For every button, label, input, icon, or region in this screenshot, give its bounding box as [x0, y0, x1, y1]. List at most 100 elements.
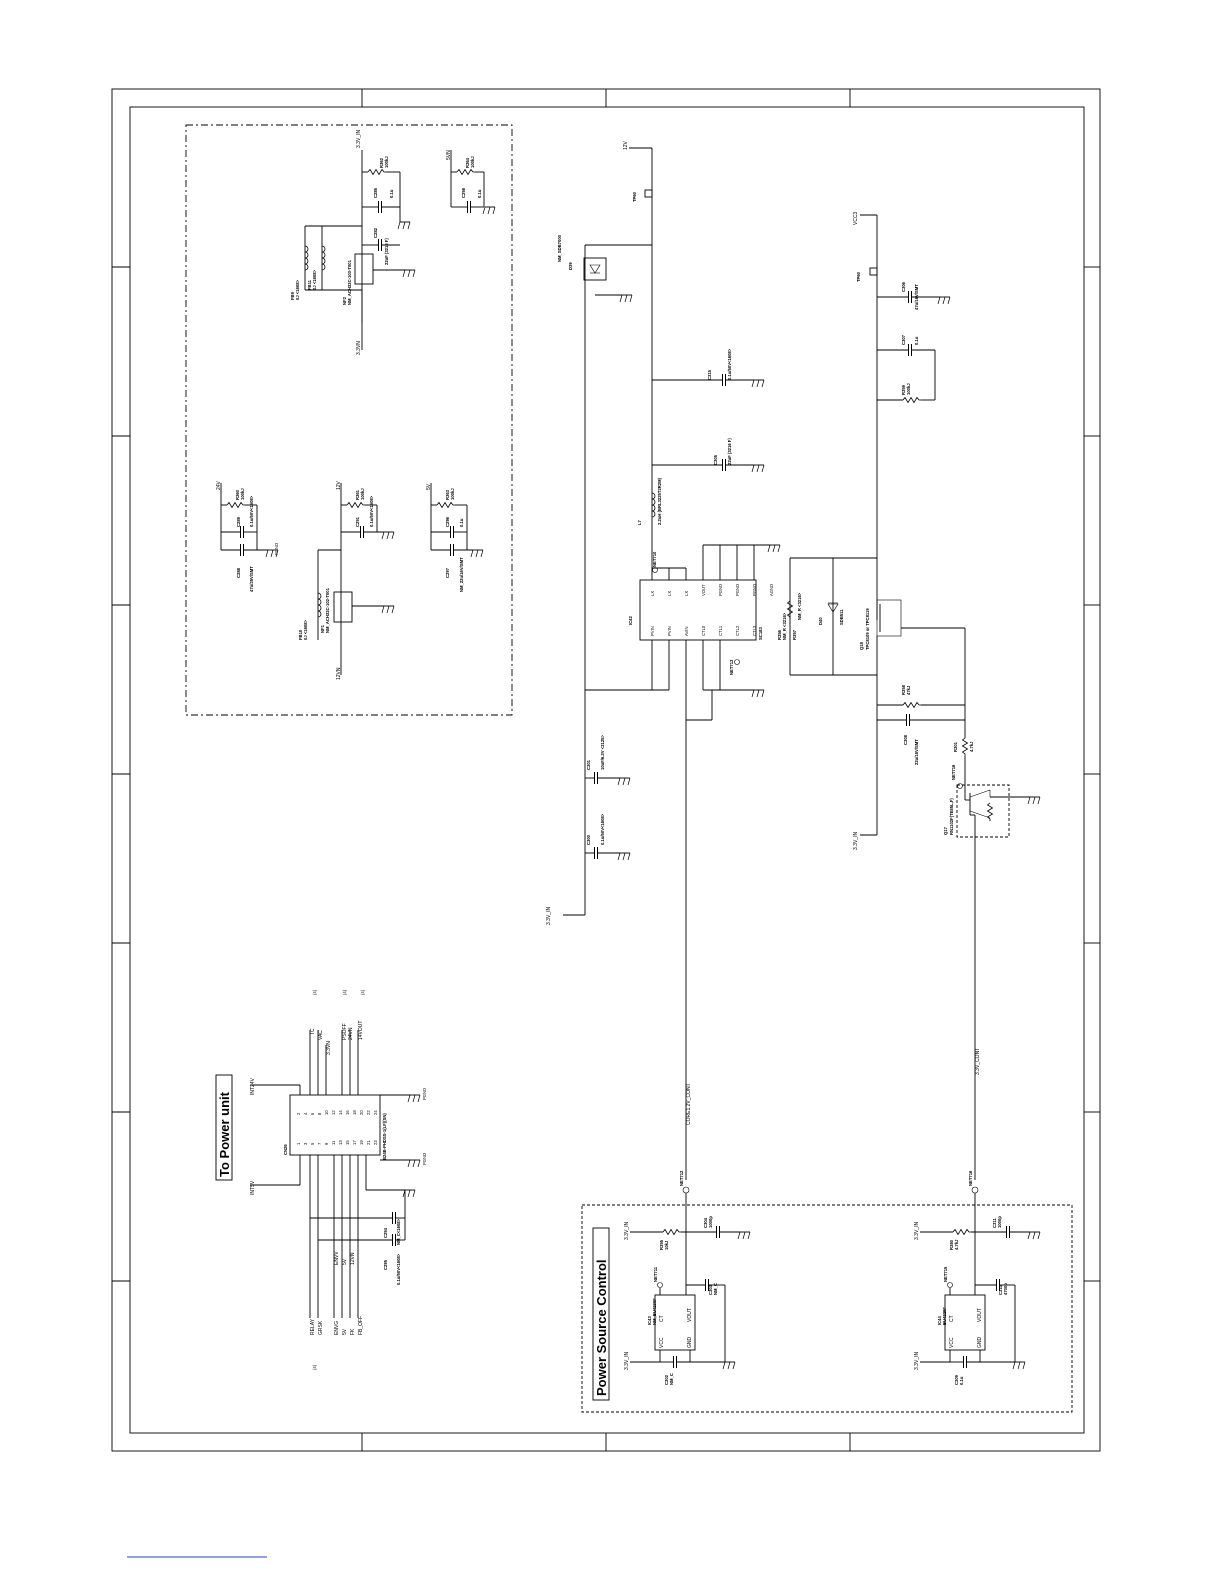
svg-text:GND: GND: [977, 1337, 983, 1349]
svg-text:0.1u: 0.1u: [477, 189, 482, 198]
svg-text:NET716: NET716: [968, 1170, 973, 1186]
svg-text:NM_R <3216>: NM_R <3216>: [797, 592, 802, 620]
svg-text:C282: C282: [373, 227, 378, 238]
svg-text:VOUT: VOUT: [687, 1308, 693, 1322]
svg-text:4700p: 4700p: [1003, 1283, 1008, 1295]
svg-text:4.7kJ: 4.7kJ: [969, 741, 974, 752]
svg-text:12V: 12V: [336, 480, 342, 490]
svg-text:R363: R363: [445, 489, 450, 500]
svg-text:3.3V_CONT: 3.3V_CONT: [975, 1048, 981, 1075]
ic42-pin-label: PGND: [718, 584, 723, 596]
svg-text:L7: L7: [637, 519, 642, 525]
core-regulator: 12V TP60 D39 NM_SDB7000 C315 0.1u/50V<16…: [546, 140, 781, 1180]
svg-text:0.1u: 0.1u: [389, 189, 394, 198]
svg-text:RN1102F(TE85L,F): RN1102F(TE85L,F): [949, 798, 954, 835]
svg-text:R362: R362: [379, 157, 384, 168]
svg-text:100kJ: 100kJ: [360, 488, 365, 500]
svg-text:5V: 5V: [342, 1328, 348, 1335]
svg-text:(4): (4): [312, 989, 317, 995]
svg-text:NM_22u/16V/SMT: NM_22u/16V/SMT: [459, 557, 464, 592]
cn26-pin-number: 3: [303, 1142, 308, 1145]
svg-text:22u/16V/SMT: 22u/16V/SMT: [914, 739, 919, 765]
ic42-pin-label: LX: [667, 591, 672, 596]
svg-text:NM_SDB7000: NM_SDB7000: [557, 234, 562, 262]
svg-text:1000p: 1000p: [997, 1216, 1002, 1228]
svg-text:VCC: VCC: [659, 1337, 665, 1348]
svg-text:C306: C306: [901, 281, 906, 292]
power-source-control: Power Source Control NET712 3.3V_IN R355…: [581, 1170, 1073, 1413]
svg-text:100kJ: 100kJ: [384, 156, 389, 168]
svg-text:SDB511: SDB511: [839, 609, 844, 625]
svg-text:0.1u/50V<1608>: 0.1u/50V<1608>: [369, 495, 374, 527]
svg-text:D39: D39: [568, 262, 573, 270]
svg-text:VOUT: VOUT: [977, 1308, 983, 1322]
svg-text:0.1u/50V<1608>: 0.1u/50V<1608>: [600, 813, 605, 845]
svg-text:SC183: SC183: [758, 627, 763, 640]
svg-text:3.3V_IN: 3.3V_IN: [624, 1352, 630, 1370]
svg-text:GRSK: GRSK: [318, 1320, 324, 1335]
svg-text:C294: C294: [383, 1227, 388, 1238]
svg-text:1000p: 1000p: [708, 1216, 713, 1228]
svg-text:CT: CT: [949, 1315, 955, 1322]
svg-text:47u/35V/SMT: 47u/35V/SMT: [249, 566, 254, 592]
svg-text:B24B-PHDSS-1(LF)(SN): B24B-PHDSS-1(LF)(SN): [382, 1113, 387, 1160]
svg-text:3.3V_IN: 3.3V_IN: [914, 1352, 920, 1370]
svg-text:C288: C288: [236, 567, 241, 578]
svg-text:100kJ: 100kJ: [470, 156, 475, 168]
svg-text:3.3VN: 3.3VN: [356, 341, 362, 355]
power-source-control-title: Power Source Control: [594, 1259, 609, 1396]
svg-text:Q17: Q17: [943, 826, 948, 835]
svg-text:IC44: IC44: [937, 1315, 942, 1325]
svg-text:C311: C311: [992, 1218, 997, 1228]
svg-text:NM_C: NM_C: [713, 1283, 718, 1295]
svg-text:3.3V_IN: 3.3V_IN: [624, 1222, 630, 1240]
cn26-pin-number: 11: [331, 1140, 336, 1145]
cn26-pin-number: 18: [352, 1110, 357, 1115]
svg-text:C309: C309: [954, 1374, 959, 1385]
svg-text:0.1u: 0.1u: [459, 518, 464, 527]
svg-text:0.1u/50V<1608>: 0.1u/50V<1608>: [249, 495, 254, 527]
svg-text:C298: C298: [461, 187, 466, 198]
svg-text:14VOUT: 14VOUT: [358, 1021, 364, 1040]
svg-text:(4): (4): [360, 989, 365, 995]
svg-text:R380: R380: [949, 1239, 954, 1250]
cn26-pin-number: 17: [352, 1140, 357, 1145]
cn26-pin-number: 13: [338, 1140, 343, 1145]
ic42-pin-label: VOUT: [701, 584, 706, 596]
svg-text:C300: C300: [586, 834, 591, 845]
cn26-pin-number: 8: [317, 1112, 322, 1115]
ic42-pin-label: LX: [684, 591, 689, 596]
svg-text:PSOFF: PSOFF: [342, 1023, 348, 1040]
svg-text:C307: C307: [901, 334, 906, 345]
svg-text:4.7kJ: 4.7kJ: [954, 1239, 959, 1250]
svg-text:C296: C296: [445, 516, 450, 527]
svg-text:5V: 5V: [426, 483, 432, 490]
cn26-pin-number: 1: [296, 1142, 301, 1145]
svg-text:NET715: NET715: [943, 1266, 948, 1282]
svg-text:IC43: IC43: [647, 1315, 652, 1325]
cn26-pin-number: 24: [373, 1110, 378, 1115]
svg-text:NM_ACH32C-103-T001: NM_ACH32C-103-T001: [347, 259, 352, 305]
power-unit-connector: To Power unit CN26 B24B-PHDSS-1(LF)(SN) …: [215, 989, 427, 1370]
filter-24v: 24V R360 100kJ C289 0.1u/50V<1608> C288 …: [216, 480, 279, 592]
svg-text:5VN: 5VN: [446, 150, 452, 160]
svg-text:C305: C305: [713, 454, 718, 465]
ic42-pin-label: PVIN: [650, 626, 655, 636]
ic42-pin-label: CTL1: [718, 625, 723, 636]
svg-text:47u/16V/SMT: 47u/16V/SMT: [914, 284, 919, 310]
svg-text:FB9: FB9: [290, 291, 295, 300]
cn26-pin-number: 9: [324, 1142, 329, 1145]
svg-text:R364: R364: [465, 157, 470, 168]
svg-text:2.2uH (BRL3225T2R2M): 2.2uH (BRL3225T2R2M): [657, 477, 662, 525]
svg-text:22uF (3216 F): 22uF (3216 F): [727, 438, 732, 465]
svg-text:C297: C297: [445, 567, 450, 578]
svg-text:0.1u: 0.1u: [914, 336, 919, 345]
svg-text:NM_C: NM_C: [669, 1373, 674, 1385]
svg-text:R361: R361: [355, 489, 360, 500]
cn26-pin-number: 6: [310, 1112, 315, 1115]
filter-33v: 3.3VN 3.3V_IN R362 100kJ C285 0.1u FB9 0…: [290, 130, 416, 355]
filter-5v: 5V R363 100kJ C296 0.1u C297 NM_22u/16V/…: [426, 483, 484, 592]
svg-text:VCC: VCC: [949, 1337, 955, 1348]
svg-text:C285: C285: [373, 187, 378, 198]
